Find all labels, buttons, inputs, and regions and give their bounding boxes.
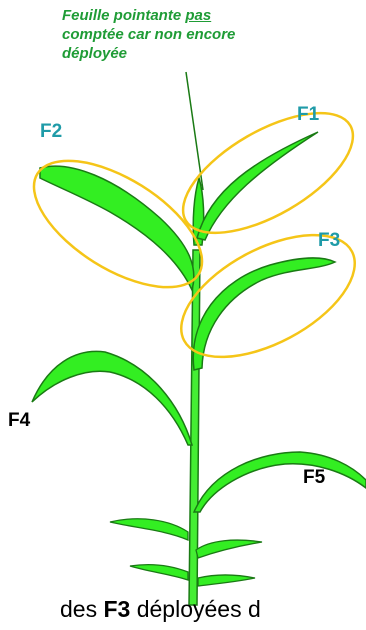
note-line-2: comptée car non encore [62,25,292,44]
leaf-f5 [194,452,366,512]
note-line-3: déployée [62,44,292,63]
caption-prefix: des [60,596,103,622]
label-f5: F5 [303,467,325,489]
note-line-1: Feuille pointante pas [62,6,292,25]
label-f1: F1 [297,104,319,126]
annotation-note: Feuille pointante pas comptée car non en… [62,6,292,63]
caption-bold: F3 [103,596,130,622]
label-f3: F3 [318,230,340,252]
note-underlined-word: pas [185,7,211,24]
label-f2: F2 [40,121,62,143]
leaf-f2 [40,166,194,290]
caption: des F3 déployées d [60,596,261,623]
basal-leaf-left-lower [130,565,188,580]
leaf-f4 [32,351,192,445]
basal-leaf-right-lower [198,575,255,586]
basal-leaf-left-upper [110,519,188,540]
caption-suffix: déployées d [130,596,260,622]
basal-leaf-right-upper [196,540,262,558]
label-f4: F4 [8,410,30,432]
